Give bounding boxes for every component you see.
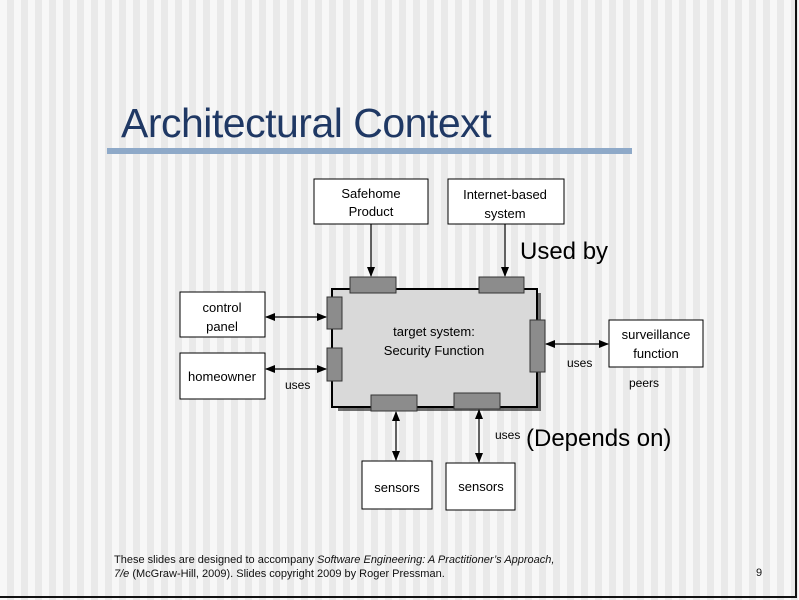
control-panel-line2: panel xyxy=(206,319,238,334)
slide-title: Architectural Context xyxy=(121,100,492,146)
footer-line1-prefix: These slides are designed to accompany xyxy=(114,554,318,566)
internet-based-system-box: Internet-based system xyxy=(447,178,565,225)
homeowner-box: homeowner xyxy=(179,352,266,400)
safehome-product-box: Safehome Product xyxy=(313,178,429,225)
sensors-right-label: sensors xyxy=(458,479,504,494)
target-system-box: target system: Security Function xyxy=(331,288,541,411)
footer-line-2: 7/e (McGraw-Hill, 2009). Slides copyrigh… xyxy=(114,567,554,581)
port-bottom-left xyxy=(370,394,418,412)
internet-line1: Internet-based xyxy=(463,187,547,202)
safehome-line2: Product xyxy=(349,204,394,219)
peers-label: peers xyxy=(629,376,659,390)
slide-footer: These slides are designed to accompany S… xyxy=(114,553,554,581)
homeowner-label: homeowner xyxy=(188,369,257,384)
uses-right-label: uses xyxy=(567,356,592,370)
sensors-left-label: sensors xyxy=(374,480,420,495)
footer-book-title: Software Engineering: A Practitioner’s A… xyxy=(317,554,555,566)
surveillance-line1: surveillance xyxy=(622,327,691,342)
control-panel-box: control panel xyxy=(179,291,266,338)
footer-edition: 7/e xyxy=(114,568,130,580)
sensors-box-right: sensors xyxy=(445,462,516,511)
internet-line2: system xyxy=(484,206,525,221)
uses-left-label: uses xyxy=(285,378,310,392)
target-system-line2: Security Function xyxy=(384,343,484,358)
used-by-label: Used by xyxy=(520,238,608,265)
control-panel-line1: control xyxy=(202,300,241,315)
depends-on-label: (Depends on) xyxy=(526,425,671,452)
port-left-top xyxy=(326,296,343,330)
interface-ports xyxy=(326,276,546,412)
surveillance-function-box: surveillance function xyxy=(608,319,704,368)
port-bottom-right xyxy=(453,392,501,410)
port-top-right xyxy=(478,276,525,294)
title-underline xyxy=(107,148,632,154)
safehome-line1: Safehome xyxy=(341,186,400,201)
footer-line2-rest: (McGraw-Hill, 2009). Slides copyright 20… xyxy=(129,568,445,580)
port-top-left xyxy=(349,276,397,294)
target-system-line1: target system: xyxy=(393,324,475,339)
port-right xyxy=(529,319,546,373)
footer-line-1: These slides are designed to accompany S… xyxy=(114,553,554,567)
uses-bottom-label: uses xyxy=(495,428,520,442)
page-number: 9 xyxy=(756,567,763,579)
connectors xyxy=(265,224,609,463)
sensors-box-left: sensors xyxy=(361,460,433,510)
port-left-bottom xyxy=(326,347,343,382)
surveillance-line2: function xyxy=(633,346,679,361)
